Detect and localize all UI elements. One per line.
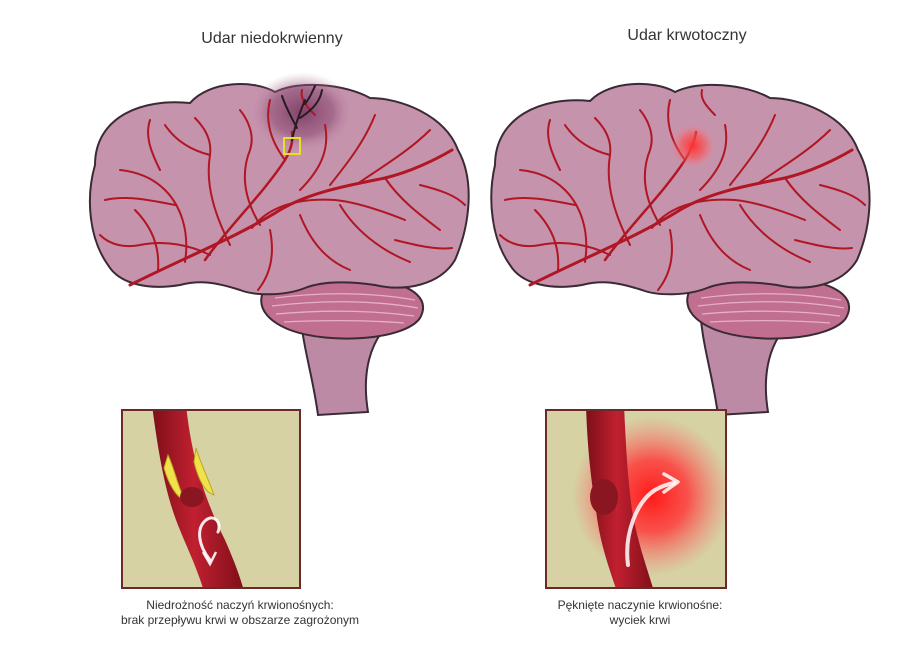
caption-ischemic-line1: Niedrożność naczyń krwionośnych:: [146, 598, 334, 612]
inset-blocked-vessel: [121, 409, 301, 589]
caption-ischemic: Niedrożność naczyń krwionośnych: brak pr…: [121, 598, 359, 628]
caption-ischemic-line2: brak przepływu krwi w obszarze zagrożony…: [120, 613, 360, 627]
brain-hemorrhagic: [490, 82, 871, 417]
caption-hemorrhagic: Pęknięte naczynie krwionośne: wyciek krw…: [558, 598, 723, 628]
vessel: [586, 411, 653, 587]
caption-hemorrhagic-line1: Pęknięte naczynie krwionośne:: [557, 598, 723, 612]
recirculation-arrow-icon: [198, 516, 221, 562]
inset-ruptured-vessel: [545, 409, 727, 589]
ischemic-vessels: [281, 85, 323, 141]
caption-hemorrhagic-line2: wyciek krwi: [609, 613, 671, 627]
title-ischemic: Udar niedokrwienny: [201, 30, 343, 47]
title-hemorrhagic: Udar krwotoczny: [627, 27, 747, 44]
hemorrhage-spot: [671, 124, 715, 168]
ischemic-area: [250, 72, 354, 152]
clot-right: [193, 447, 215, 496]
aneurysm: [590, 479, 618, 515]
thrombus: [180, 487, 204, 507]
blood-vessels: [499, 89, 866, 291]
panel-ischemic: Udar niedokrwienny Niedrożność naczyń kr…: [121, 30, 359, 628]
blood-vessels: [99, 89, 466, 291]
brain-ischemic: [88, 72, 470, 417]
panel-hemorrhagic: Udar krwotoczny Pęknięte naczynie krwion…: [458, 0, 915, 657]
leak-arrow-icon: [625, 481, 676, 567]
blockage-marker: [283, 137, 301, 155]
